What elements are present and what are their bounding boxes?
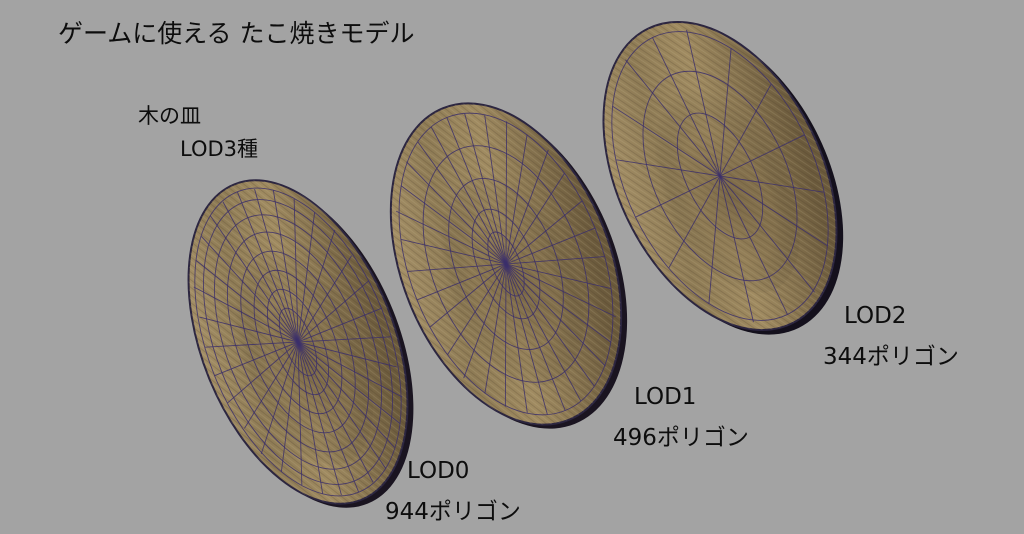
plate-lod2 (602, 20, 844, 335)
lod0-polygon-count: 944ポリゴン (385, 499, 521, 525)
lod2-label: LOD2 (844, 303, 907, 329)
plate-lod0 (187, 179, 414, 508)
lod1-label: LOD1 (634, 384, 697, 410)
subtitle-wooden-plate: 木の皿 (138, 104, 201, 128)
plate-lod1 (389, 102, 628, 429)
subtitle-lod-count: LOD3種 (180, 137, 259, 161)
page-title: ゲームに使える たこ焼きモデル (58, 19, 415, 48)
lod2-polygon-count: 344ポリゴン (823, 344, 959, 370)
lod0-label: LOD0 (407, 458, 470, 484)
lod1-polygon-count: 496ポリゴン (613, 425, 749, 451)
